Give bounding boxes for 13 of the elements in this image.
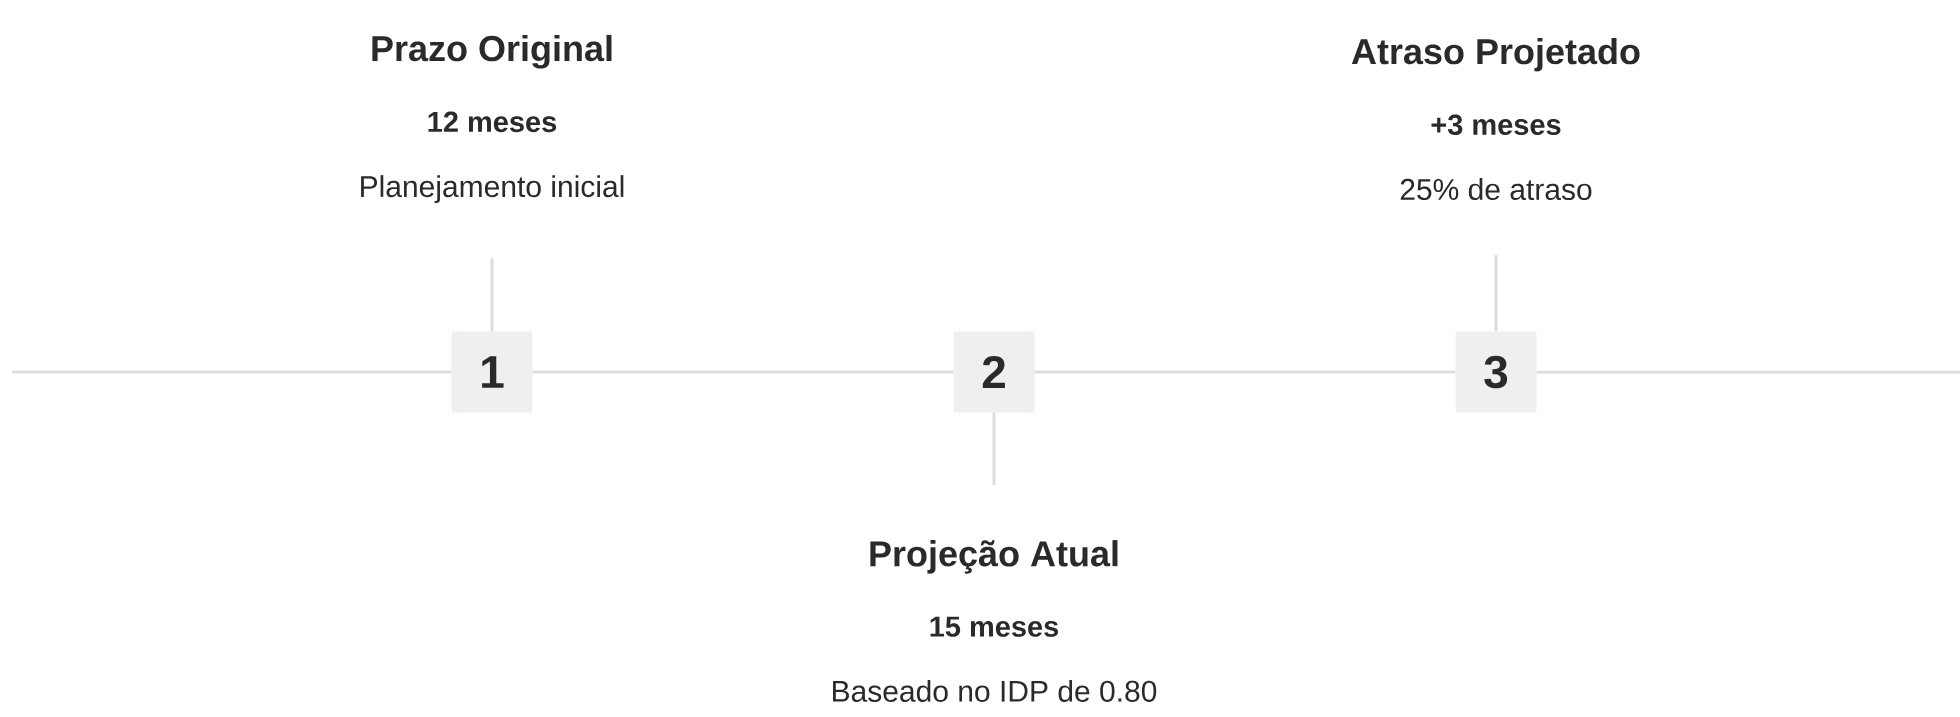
connector-line: [1494, 255, 1498, 332]
milestone-label: Prazo Original 12 meses Planejamento inicial: [361, 34, 624, 204]
milestone-label: Atraso Projetado +3 meses 25% de atraso: [1351, 37, 1640, 201]
connector-line: [1034, 370, 1456, 374]
connector-line: [992, 412, 996, 485]
connector-line: [1536, 370, 1960, 374]
connector-line: [532, 370, 954, 374]
connector-line: [490, 258, 494, 332]
connector-line: [12, 370, 452, 374]
step-number-box: 1: [451, 331, 533, 413]
step-number-box: 3: [1455, 331, 1537, 413]
milestone-label: Projeção Atual 15 meses Baseado no IDP de 0.80: [833, 540, 1157, 702]
step-number-box: 2: [953, 331, 1035, 413]
